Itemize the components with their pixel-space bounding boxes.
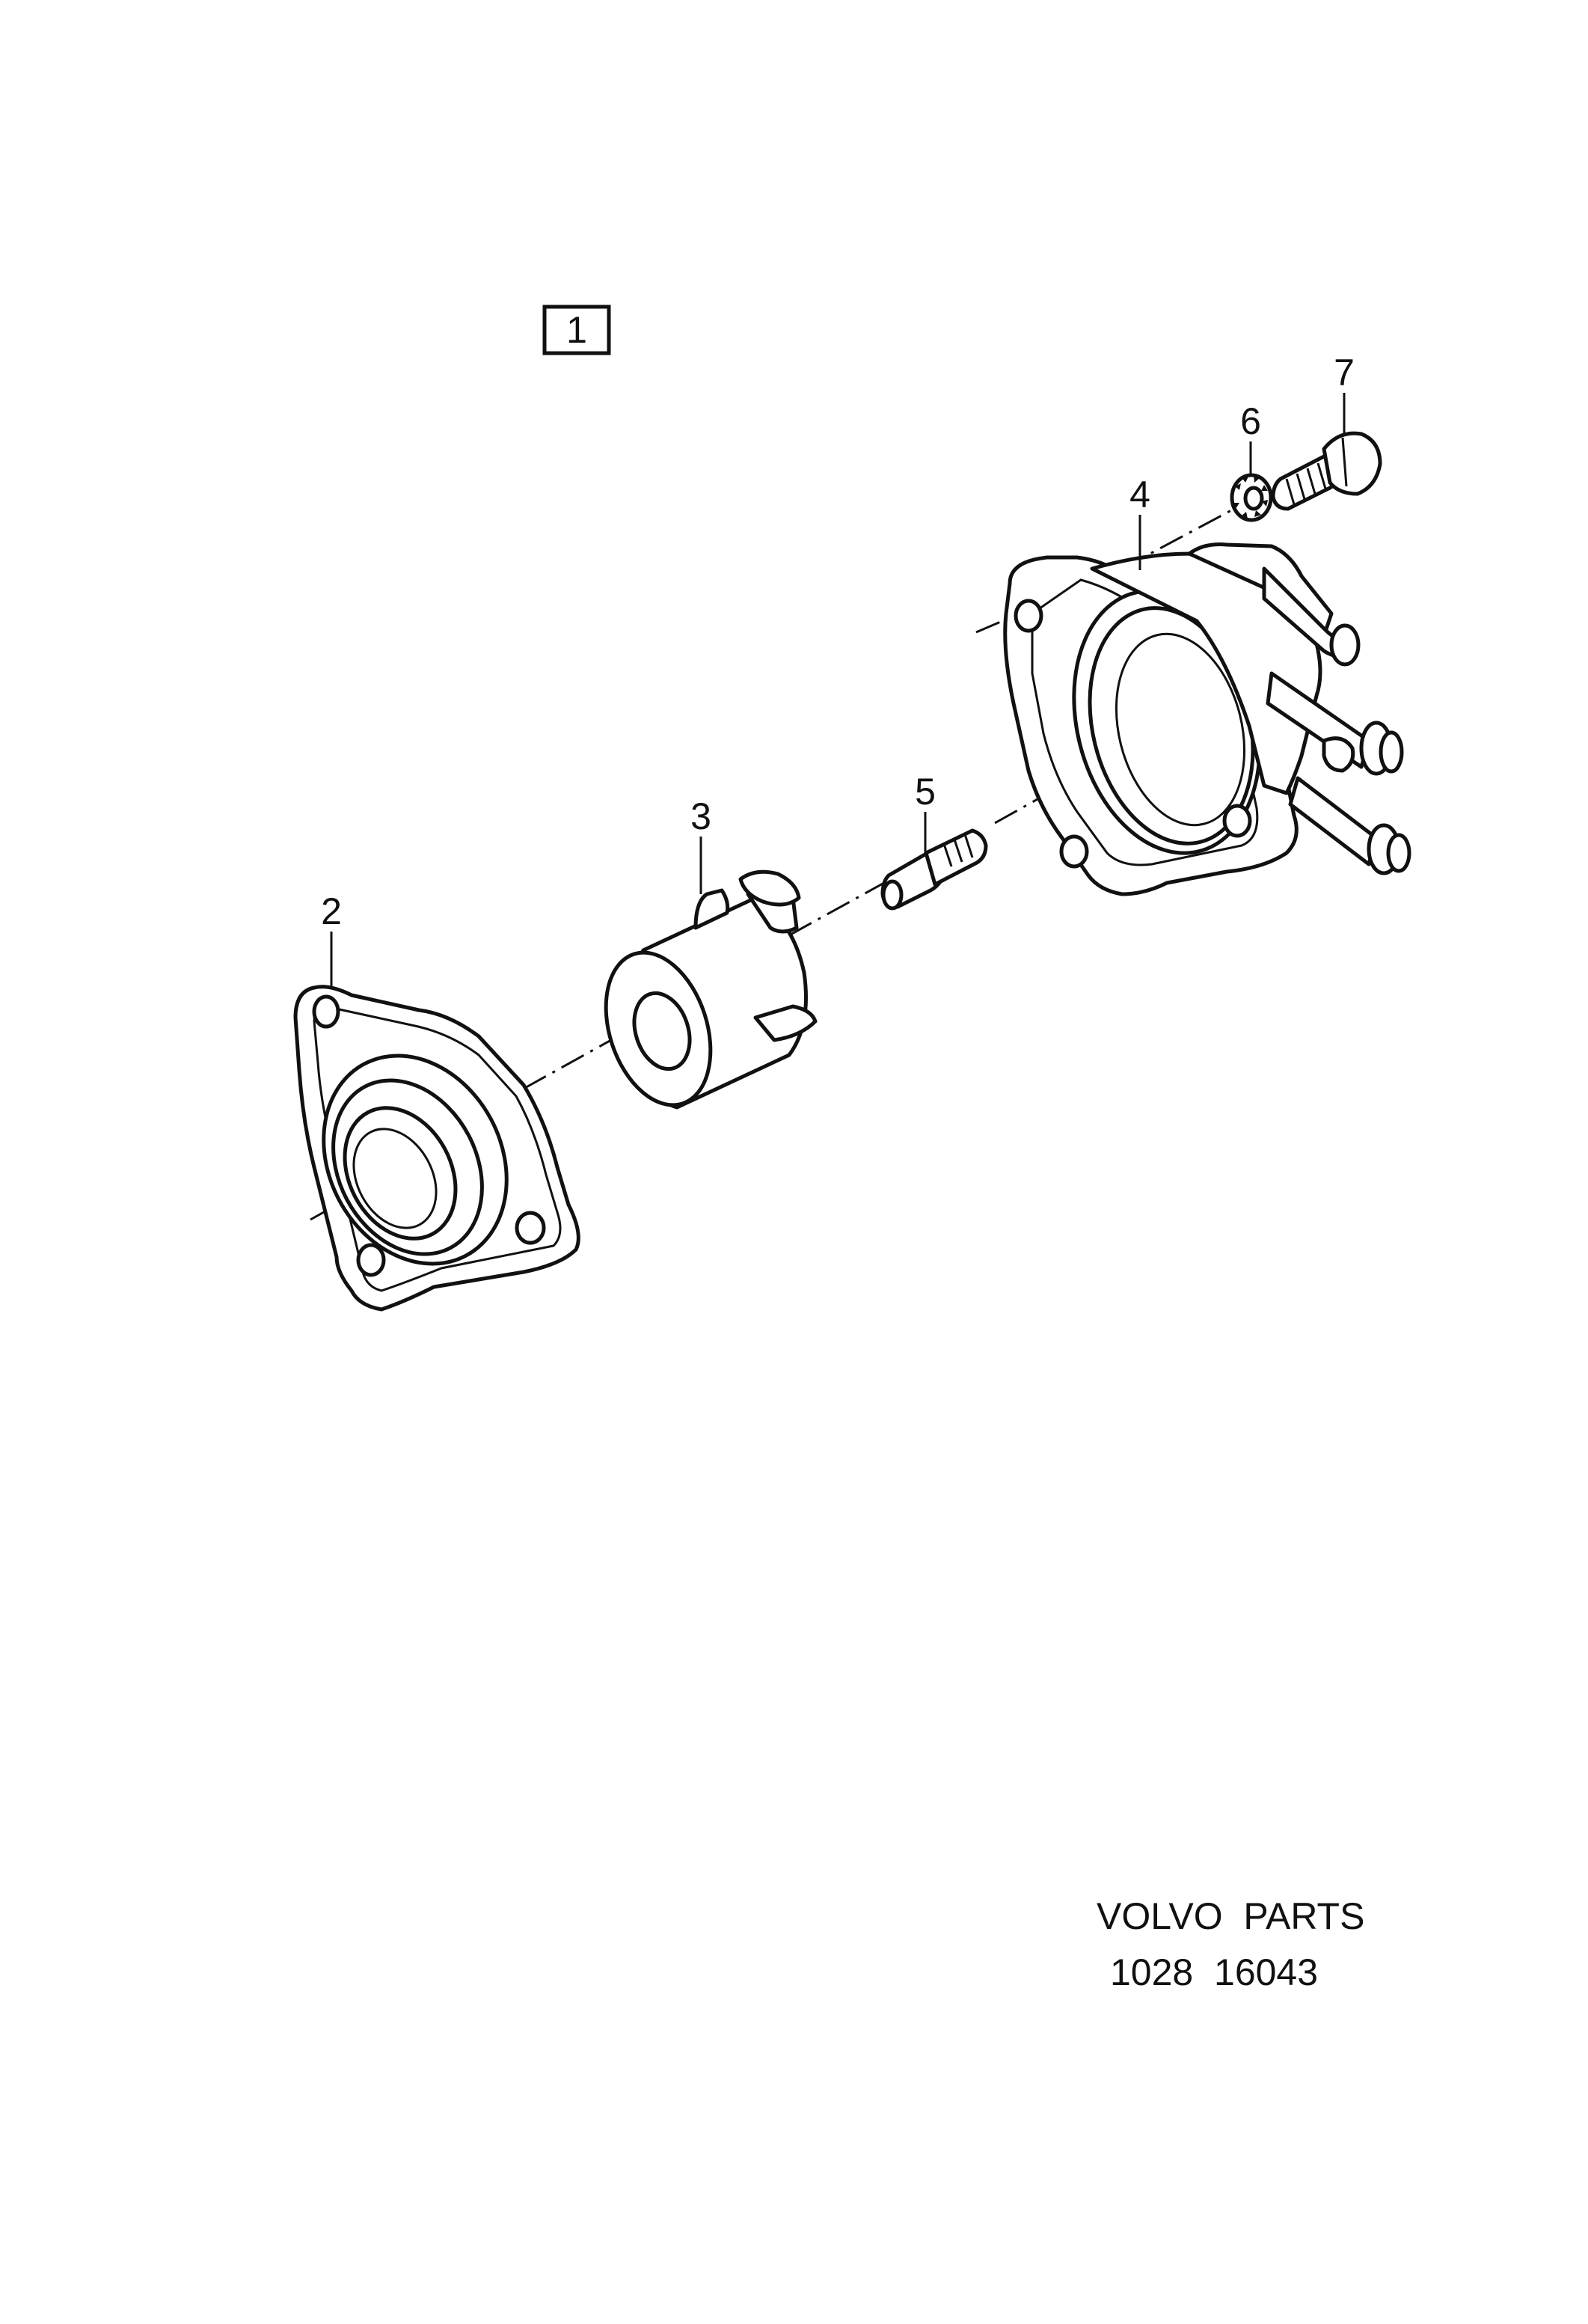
part-7-bolt xyxy=(1271,431,1382,511)
part-5-guide-pin xyxy=(880,828,988,911)
part-2-flange-cover xyxy=(293,985,580,1312)
leader-lines xyxy=(330,393,1346,986)
footer-brand: VOLVO PARTS xyxy=(1097,1895,1364,1937)
footer-code: 1028 16043 xyxy=(1110,1951,1318,1993)
callout-labels: 2 3 4 5 6 7 xyxy=(321,352,1355,932)
group-label: 1 xyxy=(542,305,611,355)
callout-2: 2 xyxy=(321,890,342,932)
footer-reference: VOLVO PARTS 1028 16043 xyxy=(1097,1895,1364,1993)
part-4-housing xyxy=(1003,542,1411,896)
part-3-release-bearing xyxy=(604,869,818,1110)
part-6-lock-washer xyxy=(1230,473,1273,522)
callout-4: 4 xyxy=(1129,474,1150,516)
group-label-text: 1 xyxy=(566,309,587,351)
callout-7: 7 xyxy=(1334,352,1355,394)
callout-6: 6 xyxy=(1240,400,1261,442)
callout-3: 3 xyxy=(690,795,711,837)
callout-5: 5 xyxy=(915,771,936,813)
